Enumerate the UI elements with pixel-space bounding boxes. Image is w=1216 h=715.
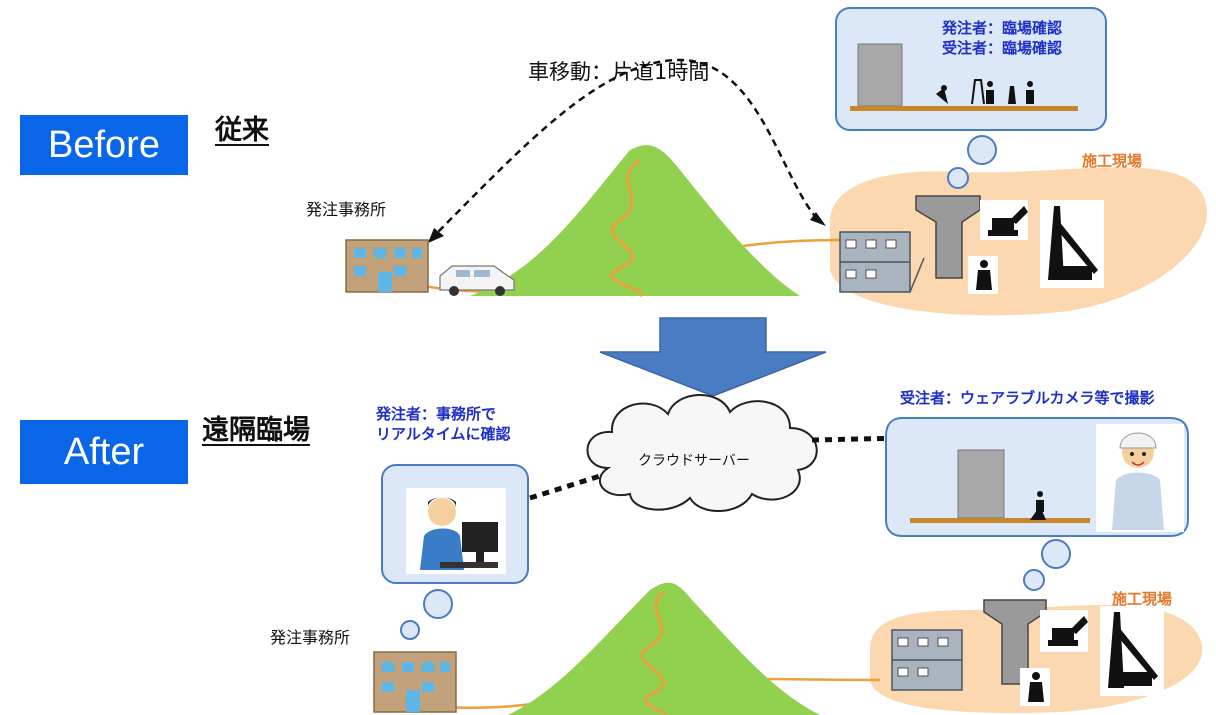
mountain-icon — [470, 145, 800, 298]
thought-dot-large — [967, 135, 997, 165]
thought-dot-small — [1023, 569, 1045, 591]
worker-icon — [1020, 668, 1050, 706]
after-heading: 遠隔臨場 — [202, 415, 310, 446]
before-heading: 従来 — [215, 115, 269, 146]
down-arrow-icon — [599, 317, 827, 397]
cloud-label: クラウドサーバー — [638, 453, 750, 469]
thought-dot-large — [1041, 539, 1071, 569]
bubble-line-client: 発注者：臨場確認 — [942, 19, 1063, 37]
link-office-cloud — [529, 473, 601, 501]
client-note-line-2: リアルタイムに確認 — [376, 425, 511, 443]
client-note: 発注者：事務所で リアルタイムに確認 — [376, 404, 511, 444]
office-label-after: 発注事務所 — [270, 628, 351, 647]
thought-bubble-before — [835, 7, 1107, 131]
site-cabin-icon — [839, 231, 925, 293]
site-label-after: 施工現場 — [1112, 590, 1173, 608]
crane-icon — [1100, 606, 1164, 696]
excavator-icon — [1040, 610, 1088, 652]
thought-dot-small — [947, 167, 969, 189]
office-building-icon — [373, 651, 457, 713]
helmet-worker-icon — [1096, 424, 1184, 532]
before-tag-label: Before — [48, 123, 160, 166]
excavator-icon — [980, 200, 1028, 240]
office-building-icon — [345, 239, 429, 293]
route-arrowhead-left — [428, 228, 444, 243]
office-label-before: 発注事務所 — [306, 200, 387, 219]
client-note-line-1: 発注者：事務所で — [376, 405, 497, 423]
bubble-line-contractor: 受注者：臨場確認 — [942, 39, 1063, 57]
car-icon — [439, 265, 515, 296]
site-cabin-icon — [891, 629, 963, 691]
before-tag: Before — [20, 115, 188, 175]
thought-dot-small — [400, 620, 420, 640]
route-label: 車移動：片道1時間 — [528, 60, 710, 84]
cloud-icon — [586, 394, 818, 512]
bubble-text-before: 発注者：臨場確認 受注者：臨場確認 — [942, 18, 1062, 58]
operator-at-computer-icon — [406, 488, 506, 574]
thought-dot-large — [423, 589, 453, 619]
contractor-note: 受注者：ウェアラブルカメラ等で撮影 — [900, 389, 1155, 407]
worker-icon — [968, 256, 998, 294]
after-tag: After — [20, 420, 188, 484]
surveyor-icon — [936, 79, 1034, 105]
crane-icon — [1040, 200, 1104, 288]
after-tag-label: After — [63, 430, 145, 473]
mountain-icon — [508, 582, 820, 715]
route-arc — [429, 58, 821, 241]
route-arrowhead-right — [810, 212, 826, 226]
site-label-before: 施工現場 — [1082, 152, 1143, 170]
